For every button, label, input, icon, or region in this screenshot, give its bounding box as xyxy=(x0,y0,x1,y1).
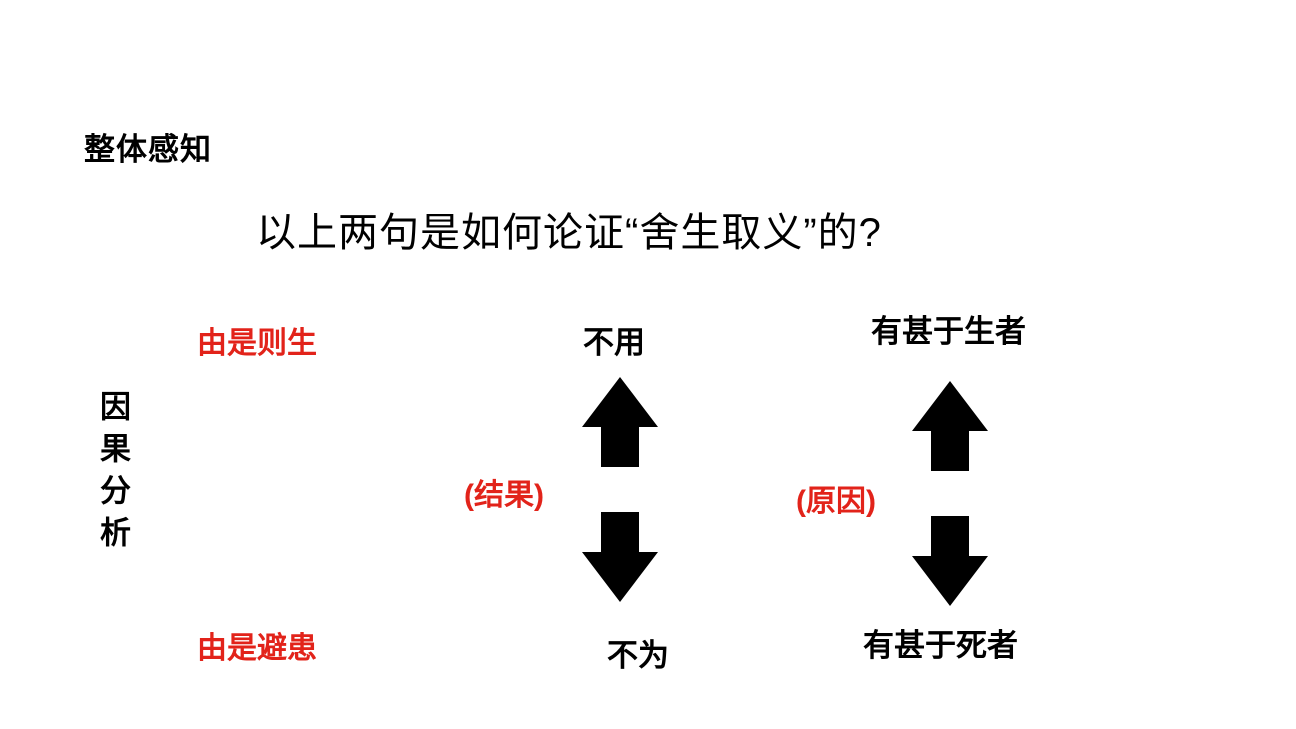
down-arrow-icon xyxy=(912,516,988,606)
label-not-use: 不用 xyxy=(583,325,645,360)
label-cause: (原因) xyxy=(796,485,876,518)
label-thereby-live: 由是则生 xyxy=(197,327,317,360)
section-title: 整体感知 xyxy=(84,132,212,167)
label-thereby-avoid-trouble: 由是避患 xyxy=(197,632,317,665)
question-title: 以上两句是如何论证“舍生取义”的? xyxy=(256,211,882,255)
label-greater-than-life: 有甚于生者 xyxy=(871,314,1026,349)
up-arrow-icon xyxy=(912,381,988,471)
cause-effect-analysis-label: 因果分析 xyxy=(95,390,130,558)
label-not-do: 不为 xyxy=(607,638,669,673)
label-result: (结果) xyxy=(464,479,544,512)
label-greater-than-death: 有甚于死者 xyxy=(863,628,1018,663)
up-arrow-icon xyxy=(582,377,658,467)
down-arrow-icon xyxy=(582,512,658,602)
